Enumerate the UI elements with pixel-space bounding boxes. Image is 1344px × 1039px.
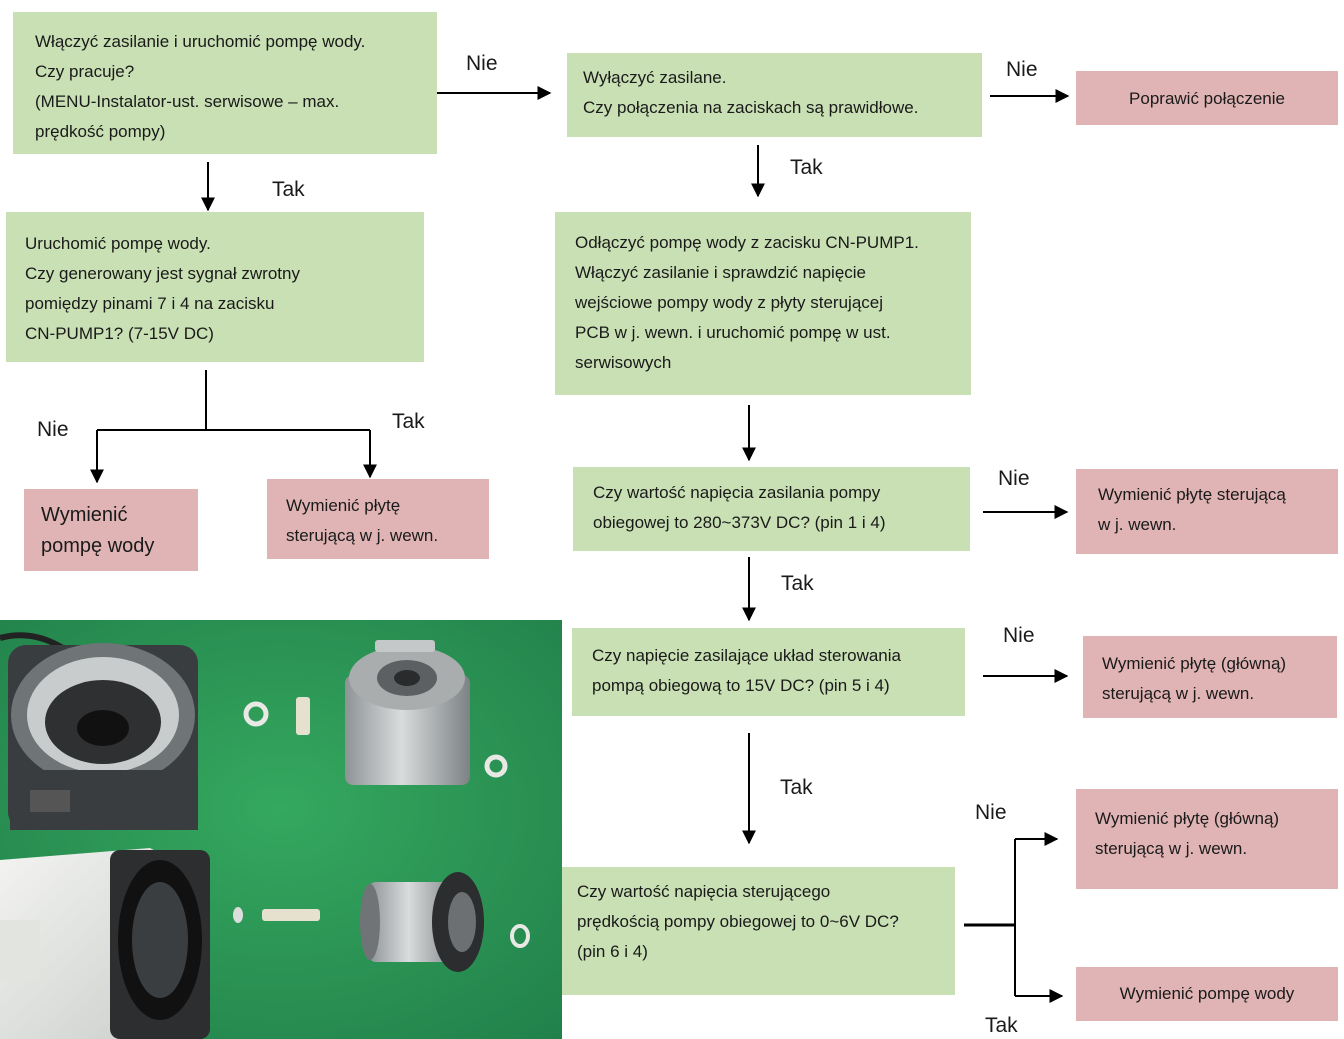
replace-pump-box-2: Wymienić pompę wody <box>1076 967 1338 1021</box>
label-tak: Tak <box>790 156 823 179</box>
box-line: pompę wody <box>41 535 155 557</box>
box-line: prędkością pompy obiegowej to 0~6V DC? <box>577 912 899 931</box>
label-tak: Tak <box>780 776 813 799</box>
box-line: sterującą w j. wewn. <box>286 526 439 545</box>
box-line: pomiędzy pinami 7 i 4 na zacisku <box>25 294 275 313</box>
box-line: Włączyć zasilanie i sprawdzić napięcie <box>575 263 867 282</box>
label-tak: Tak <box>781 572 814 595</box>
replace-pump-box-1: Wymienić pompę wody <box>24 489 198 571</box>
label-tak: Tak <box>272 178 305 201</box>
box-line: Wymienić płytę sterującą <box>1098 485 1286 504</box>
replace-board-box-4: Wymienić płytę (główną) sterującą w j. w… <box>1076 789 1338 889</box>
box-line: sterującą w j. wewn. <box>1102 684 1255 703</box>
box-line: Wymienić płytę (główną) <box>1095 809 1280 828</box>
washer <box>484 754 508 778</box>
label-nie: Nie <box>998 467 1030 490</box>
box-line: pompą obiegową to 15V DC? (pin 5 i 4) <box>592 676 890 695</box>
box-line: Wymienić pompę wody <box>1119 984 1295 1003</box>
box-line: sterującą w j. wewn. <box>1095 839 1248 858</box>
ceramic-shaft <box>296 697 310 735</box>
washer <box>243 701 269 727</box>
box-line: serwisowych <box>575 353 672 372</box>
box-line: obiegowej to 280~373V DC? (pin 1 i 4) <box>593 513 886 532</box>
box-line: Wymienić płytę <box>286 496 401 515</box>
label-nie: Nie <box>1006 58 1038 81</box>
replace-board-box-1: Wymienić płytę sterującą w j. wewn. <box>267 479 489 559</box>
start-question-box: Włączyć zasilanie i uruchomić pompę wody… <box>13 12 437 154</box>
stator-housing <box>0 848 210 1039</box>
box-line: Wymienić <box>41 504 128 526</box>
washer <box>510 924 530 948</box>
replace-board-box-2: Wymienić płytę sterującą w j. wewn. <box>1076 469 1338 554</box>
disconnect-pump-box: Odłączyć pompę wody z zacisku CN-PUMP1. … <box>555 212 971 395</box>
pump-housing <box>8 643 198 830</box>
box-line: prędkość pompy) <box>35 122 166 141</box>
box-line: Czy połączenia na zaciskach są prawidłow… <box>583 98 919 117</box>
disassembled-pump-photo <box>0 620 562 1039</box>
box-line: Odłączyć pompę wody z zacisku CN-PUMP1. <box>575 233 919 252</box>
feedback-signal-question-box: Uruchomić pompę wody. Czy generowany jes… <box>6 212 424 362</box>
label-nie: Nie <box>466 52 498 75</box>
box-line: Uruchomić pompę wody. <box>25 234 211 253</box>
box-line: Czy napięcie zasilające układ sterowania <box>592 646 901 665</box>
washer <box>233 907 243 923</box>
box-line: Czy wartość napięcia zasilania pompy <box>593 483 881 502</box>
control-voltage-question-box: Czy napięcie zasilające układ sterowania… <box>572 628 965 716</box>
box-line: PCB w j. wewn. i uruchomić pompę w ust. <box>575 323 891 342</box>
label-nie: Nie <box>37 418 69 441</box>
box-line: Wyłączyć zasilane. <box>583 68 727 87</box>
ceramic-shaft <box>262 909 320 921</box>
replace-board-box-3: Wymienić płytę (główną) sterującą w j. w… <box>1083 636 1337 718</box>
supply-voltage-question-box: Czy wartość napięcia zasilania pompy obi… <box>573 467 970 551</box>
box-line: Czy pracuje? <box>35 62 135 81</box>
fix-connection-box: Poprawić połączenie <box>1076 71 1338 125</box>
box-line: Włączyć zasilanie i uruchomić pompę wody… <box>35 32 366 51</box>
box-line: wejściowe pompy wody z płyty sterującej <box>575 293 884 312</box>
box-line: Poprawić połączenie <box>1129 89 1285 108</box>
speed-voltage-question-box: Czy wartość napięcia sterującego prędkoś… <box>559 867 955 995</box>
box-line: (MENU-Instalator-ust. serwisowe – max. <box>35 92 340 111</box>
box-line: (pin 6 i 4) <box>577 942 648 961</box>
box-line: Czy wartość napięcia sterującego <box>577 882 831 901</box>
box-line: Czy generowany jest sygnał zwrotny <box>25 264 300 283</box>
label-nie: Nie <box>975 801 1007 824</box>
power-off-question-box: Wyłączyć zasilane. Czy połączenia na zac… <box>567 53 982 137</box>
box-line: Wymienić płytę (główną) <box>1102 654 1287 673</box>
box-line: CN-PUMP1? (7-15V DC) <box>25 324 214 343</box>
label-tak: Tak <box>985 1014 1018 1037</box>
label-nie: Nie <box>1003 624 1035 647</box>
rotor-top <box>345 640 470 785</box>
box-line: w j. wewn. <box>1098 515 1177 534</box>
label-tak: Tak <box>392 410 425 433</box>
impeller-rotor <box>360 872 484 972</box>
